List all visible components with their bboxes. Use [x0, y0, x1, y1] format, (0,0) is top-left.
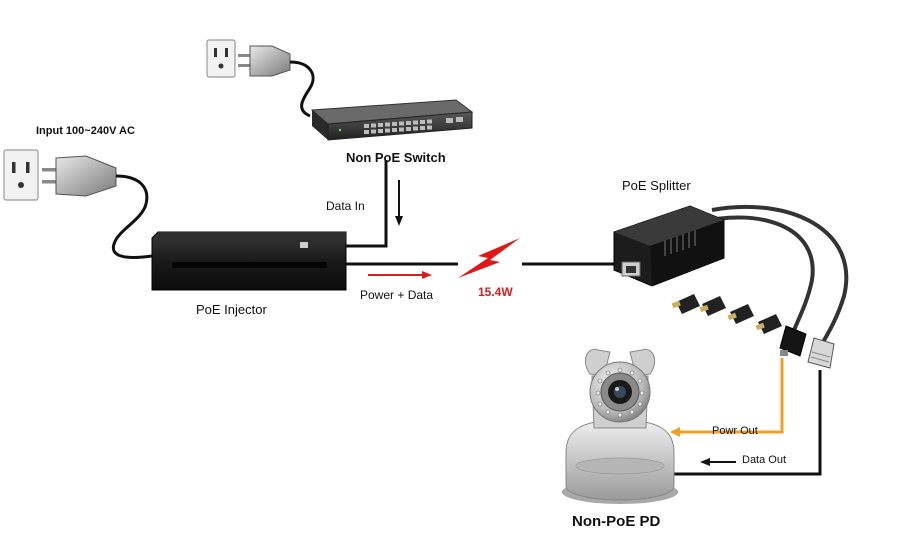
dc-connector-tip-icon: [727, 304, 754, 324]
dc-connector-tip-icon: [755, 314, 782, 334]
poe-injector-label: PoE Injector: [196, 302, 267, 317]
non-poe-pd-label: Non-PoE PD: [572, 513, 660, 530]
power-out-arrowhead: [670, 427, 680, 437]
switch-power-cable: [289, 60, 315, 118]
power-data-arrow: [368, 271, 432, 279]
ip-camera-icon: [562, 348, 678, 504]
data-out-cable: [672, 370, 822, 476]
splitter-power-cable: [699, 215, 815, 331]
poe-splitter-label: PoE Splitter: [622, 178, 691, 193]
power-out-label: Powr Out: [712, 425, 758, 437]
network-switch-icon: [310, 99, 474, 141]
data-in-label: Data In: [326, 199, 365, 213]
dc-power-plug-icon: [779, 325, 807, 357]
rj45-plug-icon: [807, 337, 835, 369]
wall-outlet-left: [3, 149, 39, 201]
power-out-cable: [672, 358, 784, 434]
poe-injector-icon: [151, 231, 347, 291]
non-poe-switch-label: Non PoE Switch: [346, 150, 446, 165]
power-plug-icon: [238, 45, 291, 77]
power-plug-icon: [42, 155, 117, 197]
data-out-label: Data Out: [742, 454, 786, 466]
dc-connector-tip-icon: [671, 294, 700, 314]
dc-connector-tip-icon: [699, 296, 726, 316]
poe-splitter-icon: [613, 205, 725, 287]
lightning-bolt-icon: [458, 238, 520, 278]
wattage-label: 15.4W: [478, 285, 513, 299]
input-ac-label: Input 100~240V AC: [36, 125, 135, 137]
data-in-arrow: [395, 180, 403, 226]
wall-outlet-top: [206, 39, 236, 78]
splitter-data-cable: [711, 204, 849, 345]
data-in-cable: [346, 160, 388, 248]
data-out-arrow: [700, 458, 736, 466]
power-data-label: Power + Data: [360, 288, 433, 302]
injector-power-cable: [111, 174, 153, 259]
